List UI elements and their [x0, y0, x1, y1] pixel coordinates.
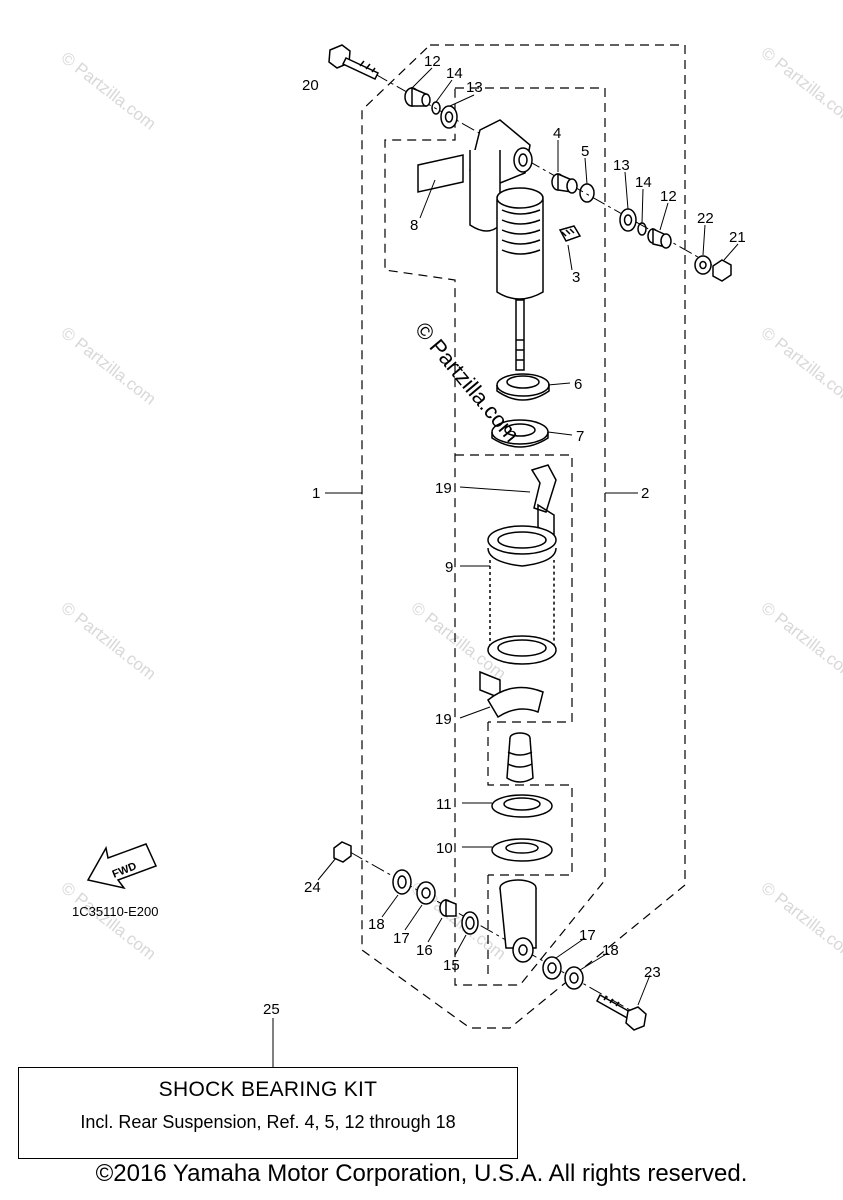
part-23-bolt: [596, 993, 647, 1031]
callout-16: 16: [416, 942, 433, 959]
part-24-nut: [333, 841, 352, 863]
callout-7: 7: [576, 428, 584, 445]
callout-25: 25: [263, 1001, 280, 1018]
part-12-collar-right: [647, 227, 672, 249]
outline-assembly-1: [361, 44, 686, 1029]
watermark: © Partzilla.com: [58, 878, 160, 964]
callout-22: 22: [697, 210, 714, 227]
callout-5: 5: [581, 143, 589, 160]
assembly-outlines: [361, 44, 686, 1029]
watermark: © Partzilla.com: [758, 323, 843, 409]
part-13-seal-right: [619, 208, 637, 232]
outline-spring-group: [455, 454, 573, 723]
callout-9: 9: [445, 559, 453, 576]
callout-1: 1: [312, 485, 320, 502]
copyright-notice: ©2016 Yamaha Motor Corporation, U.S.A. A…: [95, 1160, 748, 1187]
callout-23: 23: [644, 964, 661, 981]
part-7-adjuster: [491, 419, 549, 448]
watermark: © Partzilla.com: [408, 598, 510, 684]
callout-15: 15: [443, 957, 460, 974]
part-11-seat: [491, 794, 553, 818]
part-18-washer-left: [392, 869, 412, 895]
callout-10: 10: [436, 840, 453, 857]
part-15-bearing: [461, 911, 479, 935]
watermark: © Partzilla.com: [758, 43, 843, 129]
shock-body: [417, 119, 544, 371]
callout-11: 11: [436, 796, 452, 813]
shock-bearing-kit-box: SHOCK BEARING KIT Incl. Rear Suspension,…: [18, 1067, 518, 1159]
part-3-fitting: [558, 225, 582, 242]
callout-12: 12: [424, 53, 441, 70]
outline-assembly-2: [384, 87, 606, 986]
part-13-seal: [440, 105, 458, 129]
watermark: © Partzilla.com: [758, 598, 843, 684]
part-6-locknut: [496, 373, 550, 401]
callout-6: 6: [574, 376, 582, 393]
part-9-spring: [487, 525, 557, 665]
callout-24: 24: [304, 879, 321, 896]
callout-4: 4: [553, 125, 561, 142]
part-20-bolt: [328, 44, 380, 80]
watermark: © Partzilla.com: [58, 598, 160, 684]
part-18-washer-right: [564, 966, 584, 990]
part-21-nut: [712, 259, 732, 282]
callout-12: 12: [660, 188, 677, 205]
parts: [328, 44, 732, 1031]
callout-14: 14: [446, 65, 463, 82]
kit-title: SHOCK BEARING KIT: [158, 1078, 378, 1101]
part-5-circlip: [579, 183, 595, 203]
part-22-washer: [694, 255, 712, 275]
callout-3: 3: [572, 269, 580, 286]
fwd-arrow-icon: FWD: [86, 843, 158, 890]
callout-2: 2: [641, 485, 649, 502]
part-17-spacer-right: [542, 956, 562, 980]
part-bump-stop: [506, 732, 534, 783]
callout-17: 17: [579, 927, 596, 944]
drawing-code: 1C35110-E200: [72, 904, 159, 919]
part-19-guide-upper: [530, 464, 557, 539]
part-17-spacer-left: [416, 881, 436, 905]
upper-axis: [374, 73, 713, 266]
callout-8: 8: [410, 217, 418, 234]
part-8-label: [417, 154, 464, 193]
callout-20: 20: [302, 77, 319, 94]
callout-21: 21: [729, 229, 746, 246]
callout-19: 19: [435, 480, 452, 497]
part-lower-eye: [499, 879, 537, 963]
part-19-guide-lower: [479, 670, 544, 719]
kit-description: Incl. Rear Suspension, Ref. 4, 5, 12 thr…: [80, 1112, 456, 1132]
callout-17: 17: [393, 930, 410, 947]
callout-labels: 1 2 3 4 5 6 7 8 9 10 11 12 12 13 13 14 1…: [263, 53, 746, 1018]
callout-18: 18: [602, 942, 619, 959]
callout-14: 14: [635, 174, 652, 191]
watermark: © Partzilla.com: [58, 48, 160, 134]
leader-lines: [272, 67, 739, 1067]
watermark: © Partzilla.com: [58, 323, 160, 409]
callout-18: 18: [368, 916, 385, 933]
callout-19: 19: [435, 711, 452, 728]
part-4-bushing: [551, 172, 578, 194]
callout-13: 13: [466, 79, 483, 96]
watermark: © Partzilla.com: [758, 878, 843, 964]
part-16-bushing: [439, 898, 457, 917]
part-10-seat: [491, 838, 553, 862]
part-12-collar: [404, 86, 431, 107]
callout-13: 13: [613, 157, 630, 174]
